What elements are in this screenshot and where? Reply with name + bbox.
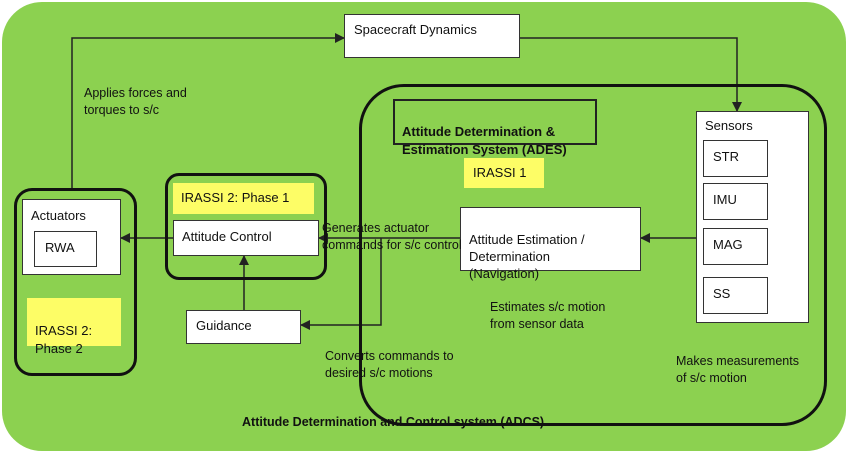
makes-measurements-note: Makes measurements of s/c motion <box>676 354 799 385</box>
irassi1-label: IRASSI 1 <box>473 165 527 180</box>
ades-title: Attitude Determination & Estimation Syst… <box>402 124 567 157</box>
attitude-control-group <box>165 173 327 280</box>
adcs-system-label: Attitude Determination and Control syste… <box>242 415 545 429</box>
ades-group <box>359 84 827 426</box>
spacecraft-dynamics-block: Spacecraft Dynamics <box>344 14 520 58</box>
irassi2-phase2-label: IRASSI 2: Phase 2 <box>35 323 93 356</box>
sensor-mag: MAG <box>703 228 768 265</box>
attitude-control-label: Attitude Control <box>182 229 272 244</box>
attitude-estimation-label: Attitude Estimation / Determination (Nav… <box>469 232 585 281</box>
irassi2-phase1-highlight: IRASSI 2: Phase 1 <box>173 183 314 214</box>
estimates-motion-note: Estimates s/c motion from sensor data <box>490 300 606 331</box>
sensors-label: Sensors <box>705 118 753 133</box>
sensor-ss-label: SS <box>713 286 731 301</box>
rwa-block: RWA <box>34 231 97 267</box>
arrow-estimation-to-guidance <box>300 238 382 330</box>
sensor-str: STR <box>703 140 768 177</box>
attitude-estimation-block: Attitude Estimation / Determination (Nav… <box>460 207 641 281</box>
sensor-imu: IMU <box>703 183 768 220</box>
irassi2-phase2-highlight: IRASSI 2: Phase 2 <box>27 298 121 356</box>
converts-commands-note: Converts commands to desired s/c motions <box>325 349 454 380</box>
actuators-label: Actuators <box>31 208 86 223</box>
generates-commands-note: Generates actuator commands for s/c cont… <box>322 221 462 252</box>
guidance-label: Guidance <box>196 318 252 333</box>
sensor-str-label: STR <box>713 149 739 164</box>
arrow-actuators-to-dynamics <box>71 33 345 188</box>
applies-forces-note: Applies forces and torques to s/c <box>84 86 187 117</box>
sensor-ss: SS <box>703 277 768 314</box>
irassi1-highlight: IRASSI 1 <box>464 158 544 188</box>
irassi2-phase1-label: IRASSI 2: Phase 1 <box>181 190 290 205</box>
sensor-imu-label: IMU <box>713 192 737 207</box>
sensor-mag-label: MAG <box>713 237 743 252</box>
guidance-block: Guidance <box>186 310 301 344</box>
rwa-label: RWA <box>45 240 75 255</box>
spacecraft-dynamics-label: Spacecraft Dynamics <box>354 22 477 37</box>
attitude-control-block: Attitude Control <box>173 220 319 256</box>
actuators-group <box>14 188 137 376</box>
ades-title-box: Attitude Determination & Estimation Syst… <box>393 99 597 157</box>
